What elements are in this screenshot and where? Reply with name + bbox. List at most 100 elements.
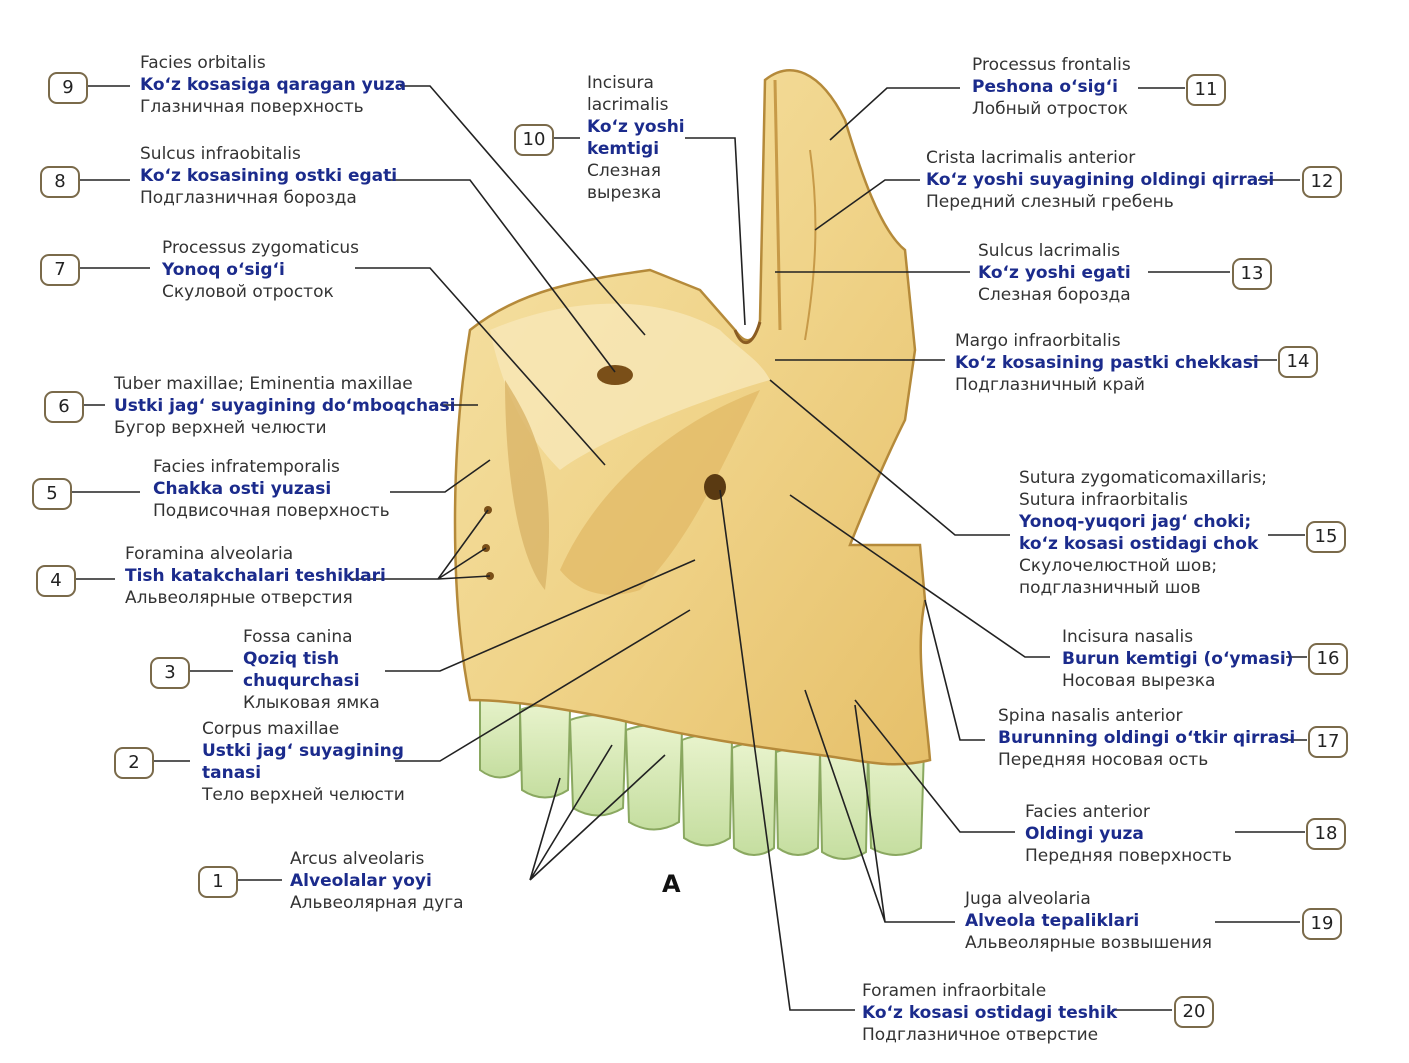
- label-11: Processus frontalis Peshona o‘sig‘i Лобн…: [972, 54, 1131, 120]
- label-9: Facies orbitalis Ko‘z kosasiga qaragan y…: [140, 52, 406, 118]
- uzbek-term: Alveolalar yoyi: [290, 870, 464, 892]
- number-box-17: 17: [1308, 726, 1348, 758]
- latin-term: Facies anterior: [1025, 801, 1232, 823]
- label-4: Foramina alveolaria Tish katakchalari te…: [125, 543, 386, 609]
- uzbek-term: Ko‘z kosasining ostki egati: [140, 165, 397, 187]
- latin-term: Spina nasalis anterior: [998, 705, 1295, 727]
- latin-term: Incisura: [587, 72, 685, 94]
- tooth: [480, 695, 520, 778]
- tooth: [520, 705, 570, 798]
- russian-term: Лобный отросток: [972, 98, 1131, 120]
- latin-term: Crista lacrimalis anterior: [926, 147, 1274, 169]
- label-1: Arcus alveolaris Alveolalar yoyi Альвеол…: [290, 848, 464, 914]
- russian-term: Подглазничное отверстие: [862, 1024, 1117, 1046]
- russian-term: Альвеолярная дуга: [290, 892, 464, 914]
- russian-term: Глазничная поверхность: [140, 96, 406, 118]
- uzbek-term: chuqurchasi: [243, 670, 380, 692]
- latin-term: Incisura nasalis: [1062, 626, 1293, 648]
- russian-term: Альвеолярные возвышения: [965, 932, 1212, 954]
- latin-term: Juga alveolaria: [965, 888, 1212, 910]
- label-18: Facies anterior Oldingi yuza Передняя по…: [1025, 801, 1232, 867]
- uzbek-term: Ko‘z yoshi: [587, 116, 685, 138]
- latin-term: Sulcus lacrimalis: [978, 240, 1131, 262]
- latin-term: Corpus maxillae: [202, 718, 405, 740]
- latin-term: Sutura infraorbitalis: [1019, 489, 1267, 511]
- latin-term: Processus zygomaticus: [162, 237, 359, 259]
- number-box-3: 3: [150, 657, 190, 689]
- label-7: Processus zygomaticus Yonoq o‘sig‘i Скул…: [162, 237, 359, 303]
- uzbek-term: Peshona o‘sig‘i: [972, 76, 1131, 98]
- number-box-4: 4: [36, 565, 76, 597]
- number-box-9: 9: [48, 72, 88, 104]
- russian-term: Подглазничный край: [955, 374, 1259, 396]
- label-16: Incisura nasalis Burun kemtigi (o‘ymasi)…: [1062, 626, 1293, 692]
- number-box-10: 10: [514, 124, 554, 156]
- latin-term: Fossa canina: [243, 626, 380, 648]
- label-8: Sulcus infraobitalis Ko‘z kosasining ost…: [140, 143, 397, 209]
- latin-term: Processus frontalis: [972, 54, 1131, 76]
- uzbek-term: Ko‘z kosasining pastki chekkasi: [955, 352, 1259, 374]
- uzbek-term: Yonoq o‘sig‘i: [162, 259, 359, 281]
- russian-term: Передний слезный гребень: [926, 191, 1274, 213]
- latin-term: Sutura zygomaticomaxillaris;: [1019, 467, 1267, 489]
- russian-term: Тело верхней челюсти: [202, 784, 405, 806]
- russian-term: Передняя поверхность: [1025, 845, 1232, 867]
- uzbek-term: Tish katakchalari teshiklari: [125, 565, 386, 587]
- number-box-5: 5: [32, 478, 72, 510]
- tooth: [732, 743, 776, 855]
- latin-term: Foramina alveolaria: [125, 543, 386, 565]
- russian-term: Носовая вырезка: [1062, 670, 1293, 692]
- uzbek-term: Oldingi yuza: [1025, 823, 1232, 845]
- russian-term: Передняя носовая ость: [998, 749, 1295, 771]
- label-17: Spina nasalis anterior Burunning oldingi…: [998, 705, 1295, 771]
- uzbek-term: Ko‘z yoshi suyagining oldingi qirrasi: [926, 169, 1274, 191]
- uzbek-term: tanasi: [202, 762, 405, 784]
- latin-term: Facies infratemporalis: [153, 456, 390, 478]
- number-box-8: 8: [40, 166, 80, 198]
- label-5: Facies infratemporalis Chakka osti yuzas…: [153, 456, 390, 522]
- uzbek-term: Alveola tepaliklari: [965, 910, 1212, 932]
- latin-term: Sulcus infraobitalis: [140, 143, 397, 165]
- tooth: [682, 735, 732, 846]
- russian-term: Скуловой отросток: [162, 281, 359, 303]
- label-3: Fossa canina Qoziq tish chuqurchasi Клык…: [243, 626, 380, 714]
- number-box-13: 13: [1232, 258, 1272, 290]
- label-12: Crista lacrimalis anterior Ko‘z yoshi su…: [926, 147, 1274, 213]
- russian-term: Слезная: [587, 160, 685, 182]
- uzbek-term: Yonoq-yuqori jag‘ choki;: [1019, 511, 1267, 533]
- number-box-20: 20: [1174, 996, 1214, 1028]
- number-box-19: 19: [1302, 908, 1342, 940]
- number-box-14: 14: [1278, 346, 1318, 378]
- russian-term: Подглазничная борозда: [140, 187, 397, 209]
- russian-term: Скулочелюстной шов;: [1019, 555, 1267, 577]
- number-box-12: 12: [1302, 166, 1342, 198]
- uzbek-term: Ustki jag‘ suyagining: [202, 740, 405, 762]
- label-2: Corpus maxillae Ustki jag‘ suyagining ta…: [202, 718, 405, 806]
- uzbek-term: Ustki jag‘ suyagining do‘mboqchasi: [114, 395, 455, 417]
- latin-term: Arcus alveolaris: [290, 848, 464, 870]
- russian-term: вырезка: [587, 182, 685, 204]
- number-box-18: 18: [1306, 818, 1346, 850]
- number-box-1: 1: [198, 866, 238, 898]
- uzbek-term: Burunning oldingi o‘tkir qirrasi: [998, 727, 1295, 749]
- uzbek-term: ko‘z kosasi ostidagi chok: [1019, 533, 1267, 555]
- latin-term: Foramen infraorbitale: [862, 980, 1117, 1002]
- uzbek-term: Ko‘z kosasiga qaragan yuza: [140, 74, 406, 96]
- label-15: Sutura zygomaticomaxillaris; Sutura infr…: [1019, 467, 1267, 599]
- label-20: Foramen infraorbitale Ko‘z kosasi ostida…: [862, 980, 1117, 1046]
- label-14: Margo infraorbitalis Ko‘z kosasining pas…: [955, 330, 1259, 396]
- label-13: Sulcus lacrimalis Ko‘z yoshi egati Слезн…: [978, 240, 1131, 306]
- uzbek-term: kemtigi: [587, 138, 685, 160]
- russian-term: Подвисочная поверхность: [153, 500, 390, 522]
- uzbek-term: Qoziq tish: [243, 648, 380, 670]
- tooth: [626, 725, 682, 830]
- figure-letter: A: [662, 870, 681, 898]
- uzbek-term: Ko‘z kosasi ostidagi teshik: [862, 1002, 1117, 1024]
- latin-term: Margo infraorbitalis: [955, 330, 1259, 352]
- label-10: Incisura lacrimalis Ko‘z yoshi kemtigi С…: [587, 72, 685, 204]
- uzbek-term: Burun kemtigi (o‘ymasi): [1062, 648, 1293, 670]
- number-box-7: 7: [40, 254, 80, 286]
- latin-term: lacrimalis: [587, 94, 685, 116]
- uzbek-term: Chakka osti yuzasi: [153, 478, 390, 500]
- infraorbital-groove: [597, 365, 633, 385]
